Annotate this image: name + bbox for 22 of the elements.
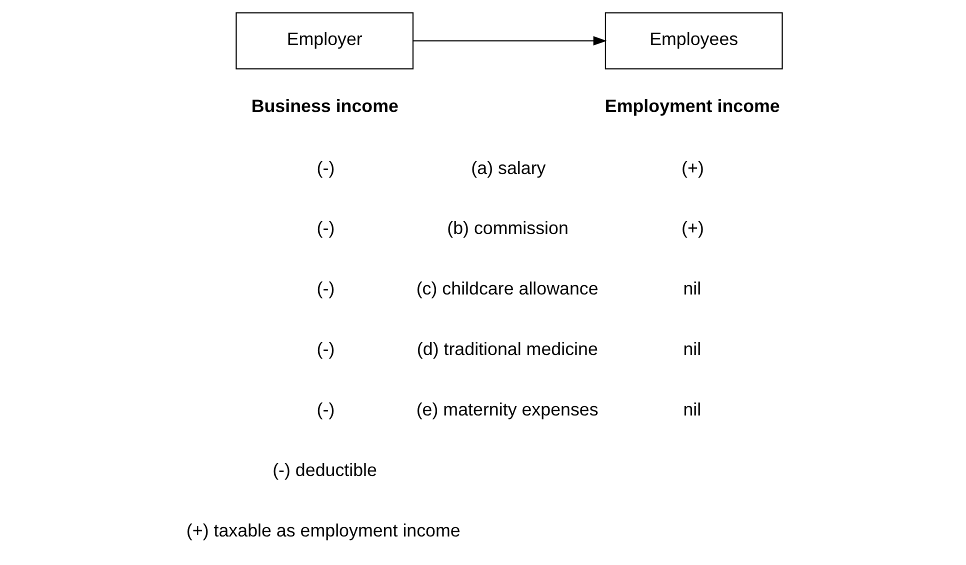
- label: nil: [682, 399, 701, 420]
- label: (e) maternity expenses: [416, 399, 598, 420]
- label: (-): [316, 339, 334, 360]
- arrow: [412, 36, 606, 46]
- label: (-) deductible: [272, 460, 377, 480]
- node-box: Employer: [235, 12, 414, 70]
- label: (+): [681, 158, 704, 178]
- label: Employment income: [604, 96, 780, 116]
- label: (+) taxable as employment income: [186, 520, 460, 540]
- node-box: Employees: [604, 12, 782, 70]
- label: (-): [316, 399, 334, 420]
- label: (c) childcare allowance: [416, 278, 598, 299]
- label: nil: [682, 278, 701, 299]
- label: (d) traditional medicine: [416, 339, 598, 360]
- label: (-): [316, 158, 334, 178]
- label: (-): [316, 218, 334, 238]
- label: Business income: [250, 96, 398, 116]
- label: (b) commission: [446, 218, 568, 238]
- label: (+): [681, 218, 704, 238]
- label: (-): [316, 278, 334, 299]
- label: (a) salary: [470, 158, 546, 178]
- label: nil: [682, 339, 701, 360]
